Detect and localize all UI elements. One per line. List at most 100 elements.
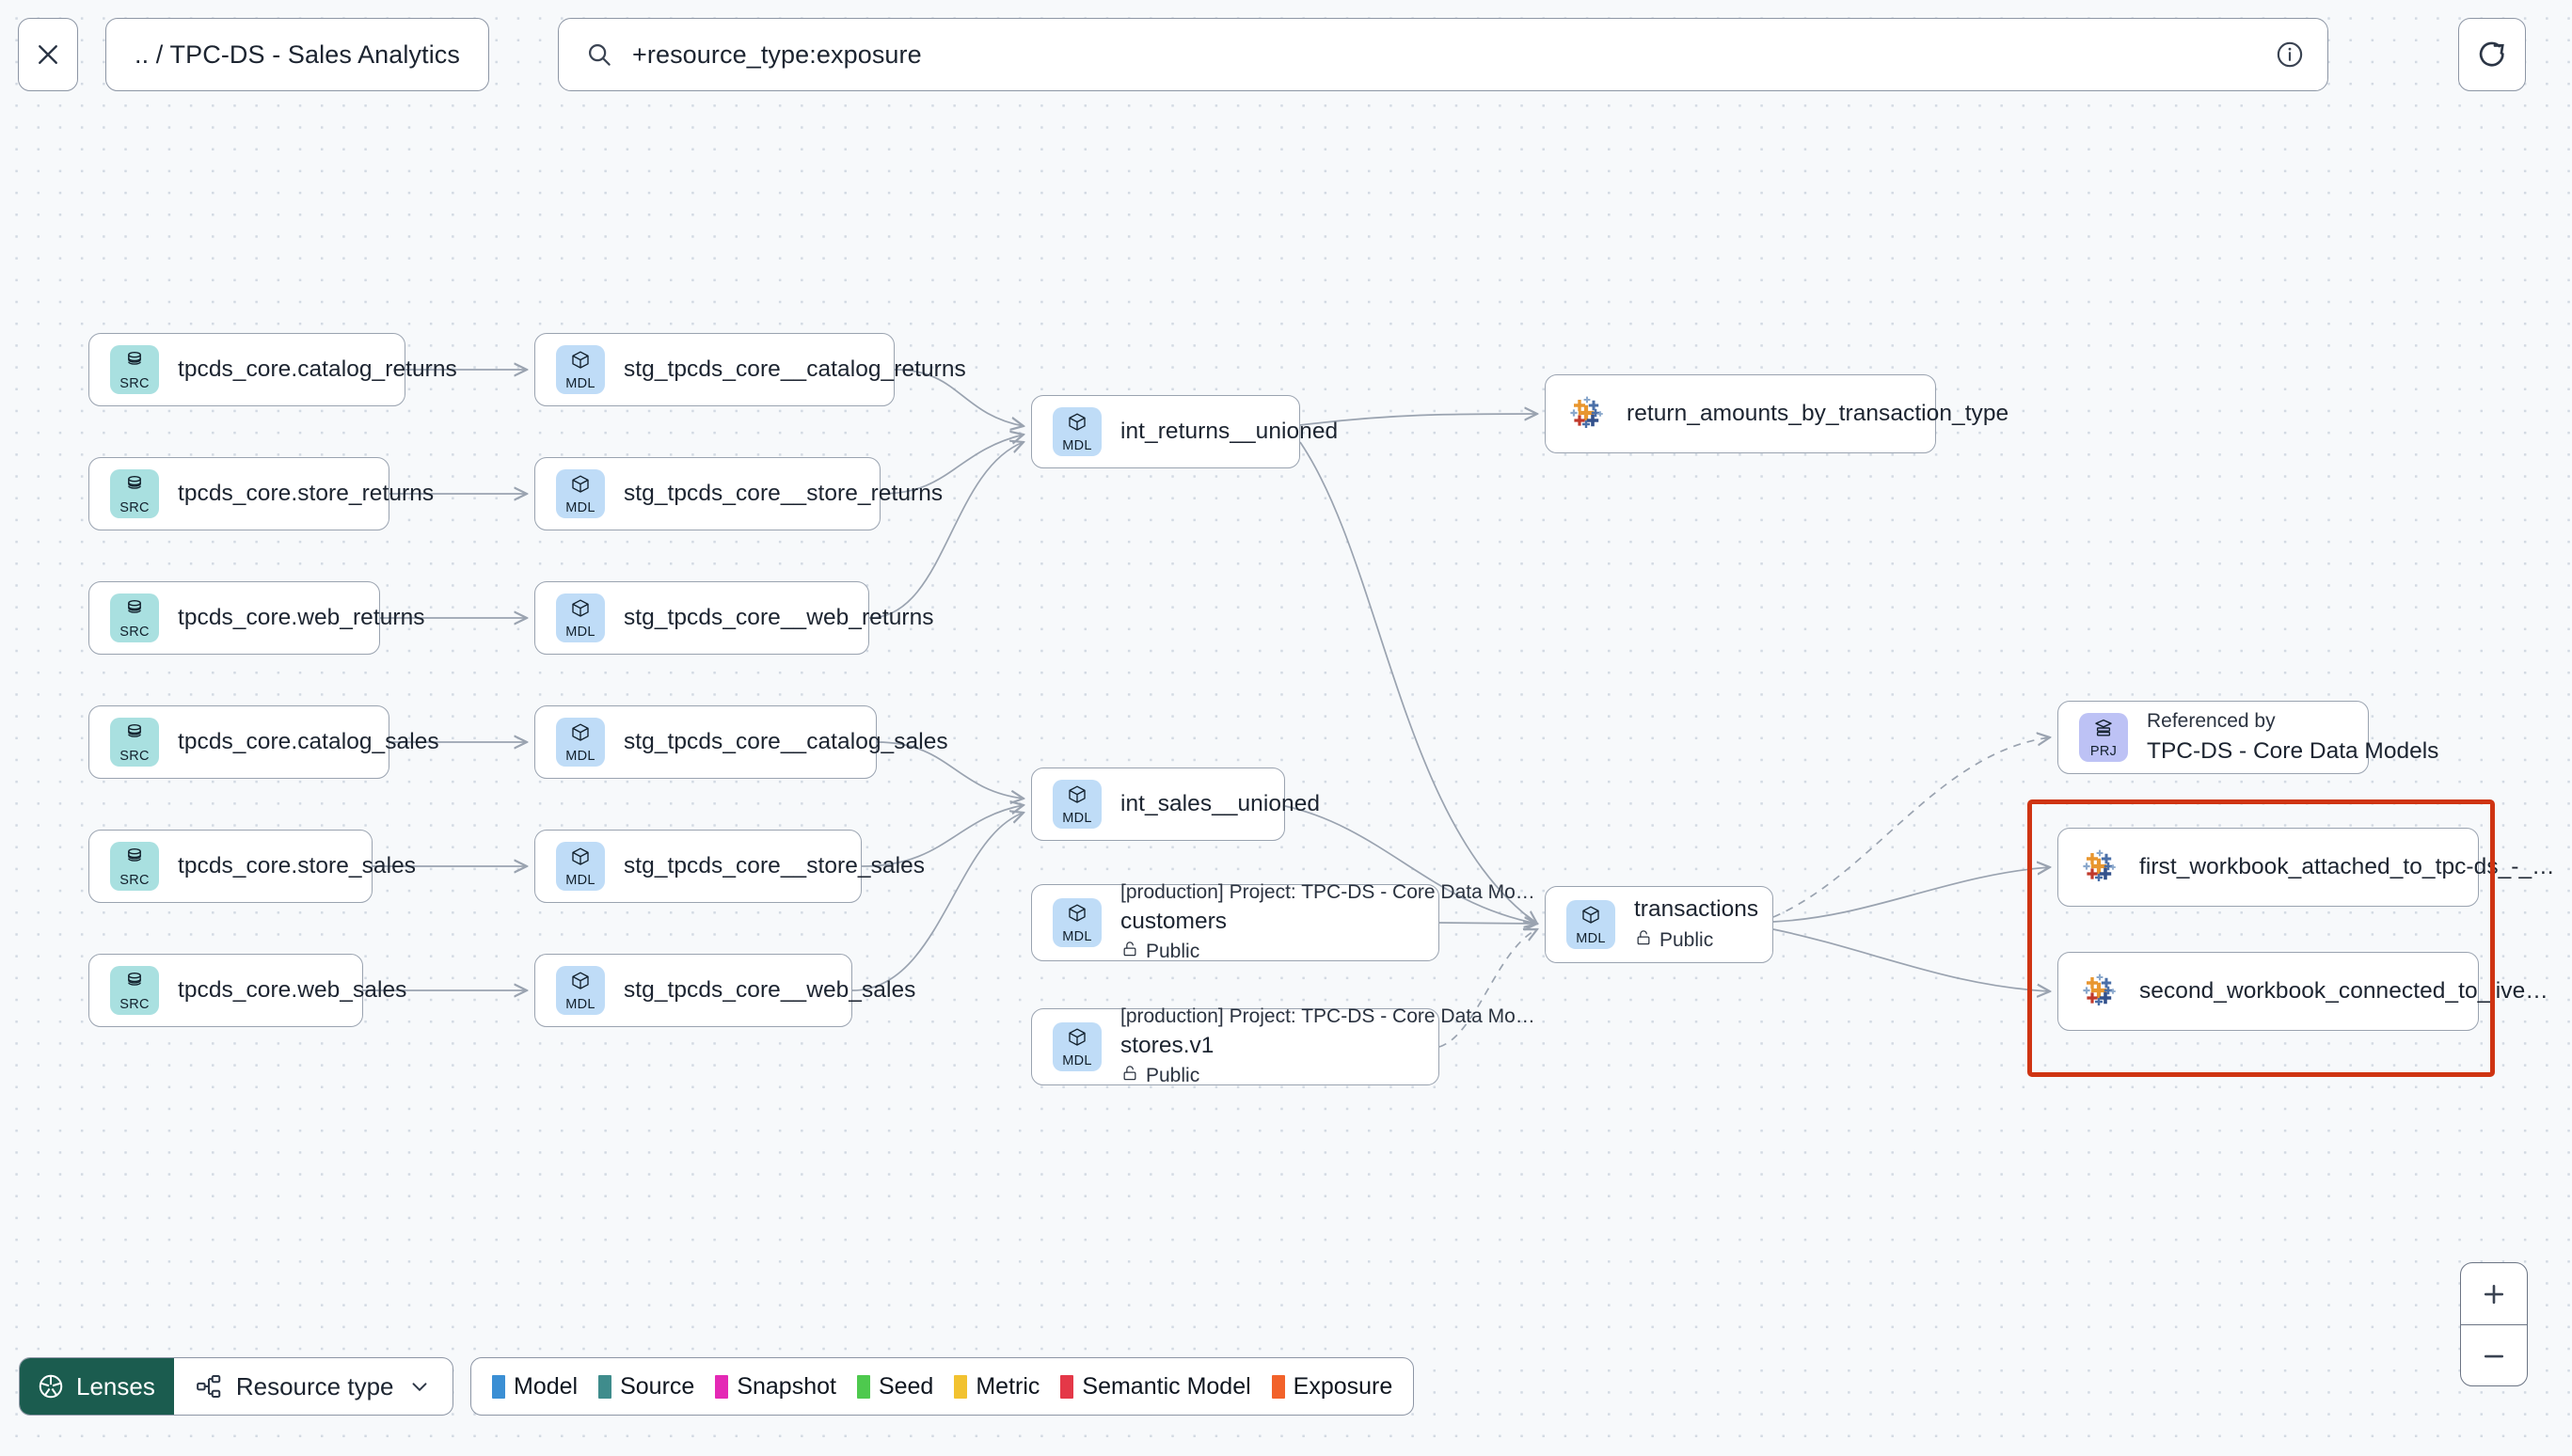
graph-node-src_web_returns[interactable]: SRC tpcds_core.web_returns <box>88 581 425 655</box>
node-text-stack: Referenced by TPC-DS - Core Data Models <box>2147 710 2438 765</box>
legend-item-source[interactable]: Source <box>598 1373 694 1401</box>
breadcrumb[interactable]: .. / TPC-DS - Sales Analytics <box>105 18 490 91</box>
cube-icon <box>569 597 592 625</box>
badge-text: SRC <box>119 624 150 640</box>
badge-mdl: MDL <box>1053 780 1102 829</box>
badge-text: MDL <box>1062 928 1092 944</box>
graph-node-mdl_stg_store_sales[interactable]: MDL stg_tpcds_core__store_sales <box>534 830 925 903</box>
cube-icon <box>569 349 592 376</box>
graph-node-mdl_stg_web_sales[interactable]: MDL stg_tpcds_core__web_sales <box>534 954 915 1027</box>
close-button[interactable] <box>18 18 78 91</box>
graph-node-src_catalog_sales[interactable]: SRC tpcds_core.catalog_sales <box>88 705 439 779</box>
cube-icon <box>569 721 592 749</box>
legend-swatch <box>954 1374 968 1399</box>
graph-node-exp_second_workbook[interactable]: second_workbook_connected_to_live… <box>2057 952 2548 1031</box>
lenses-button[interactable]: Lenses <box>20 1358 174 1415</box>
cube-icon <box>1066 1026 1088 1053</box>
badge-src: SRC <box>110 842 159 891</box>
badge-mdl: MDL <box>556 966 605 1015</box>
badge-text: MDL <box>1576 930 1606 946</box>
close-icon <box>34 40 62 69</box>
node-label: tpcds_core.catalog_sales <box>178 729 439 754</box>
badge-text: MDL <box>565 624 595 640</box>
refresh-button[interactable] <box>2458 18 2526 91</box>
graph-node-mdl_stg_web_returns[interactable]: MDL stg_tpcds_core__web_returns <box>534 581 934 655</box>
legend-item-semantic-model[interactable]: Semantic Model <box>1060 1373 1251 1401</box>
node-access: Public <box>1120 940 1535 964</box>
badge-text: PRJ <box>2089 743 2118 759</box>
badge-text: MDL <box>565 748 595 764</box>
zoom-out-button[interactable] <box>2461 1325 2527 1385</box>
info-icon[interactable] <box>2275 40 2305 70</box>
node-referenced-by-label: Referenced by <box>2147 710 2276 732</box>
project-stack-icon <box>2092 717 2115 744</box>
node-label: tpcds_core.web_sales <box>178 977 407 1003</box>
node-label: stg_tpcds_core__catalog_returns <box>624 356 966 382</box>
graph-node-mdl_stg_catalog_sales[interactable]: MDL stg_tpcds_core__catalog_sales <box>534 705 948 779</box>
legend-swatch <box>1271 1374 1285 1399</box>
badge-src: SRC <box>110 718 159 767</box>
database-icon <box>123 970 146 997</box>
node-label: int_sales__unioned <box>1120 791 1321 816</box>
badge-prj: PRJ <box>2079 713 2128 762</box>
graph-node-mdl_stg_store_returns[interactable]: MDL stg_tpcds_core__store_returns <box>534 457 943 530</box>
database-icon <box>123 473 146 500</box>
graph-node-mdl_stores_v1[interactable]: MDL [production] Project: TPC-DS - Core … <box>1031 1005 1535 1086</box>
legend-label: Metric <box>976 1372 1040 1400</box>
graph-node-src_store_sales[interactable]: SRC tpcds_core.store_sales <box>88 830 416 903</box>
node-label: stores.v1 <box>1120 1033 1215 1058</box>
graph-node-src_catalog_returns[interactable]: SRC tpcds_core.catalog_returns <box>88 333 457 406</box>
node-label: stg_tpcds_core__store_sales <box>624 853 926 878</box>
graph-node-src_store_returns[interactable]: SRC tpcds_core.store_returns <box>88 457 434 530</box>
cube-icon <box>1580 904 1602 931</box>
cube-icon <box>1066 783 1088 811</box>
database-icon <box>123 721 146 749</box>
node-label: tpcds_core.web_returns <box>178 605 425 630</box>
graph-node-mdl_transactions[interactable]: MDL transactions Public <box>1545 886 1773 963</box>
node-label: first_workbook_attached_to_tpc-ds_-_… <box>2139 854 2555 879</box>
badge-text: SRC <box>119 872 150 888</box>
badge-text: MDL <box>1062 437 1092 453</box>
graph-node-mdl_stg_catalog_returns[interactable]: MDL stg_tpcds_core__catalog_returns <box>534 333 966 406</box>
legend-label: Seed <box>878 1372 934 1400</box>
legend-item-seed[interactable]: Seed <box>856 1372 934 1401</box>
search-query-text: +resource_type:exposure <box>632 40 922 69</box>
badge-text: MDL <box>1062 810 1092 826</box>
graph-node-prj_referenced_by[interactable]: PRJ Referenced by TPC-DS - Core Data Mod… <box>2057 701 2438 774</box>
node-text-stack: [production] Project: TPC-DS - Core Data… <box>1120 881 1535 964</box>
node-label: second_workbook_connected_to_live… <box>2139 978 2548 1004</box>
node-label: tpcds_core.store_sales <box>178 853 417 878</box>
zoom-in-button[interactable] <box>2461 1263 2527 1325</box>
graph-node-exp_return_amounts[interactable]: return_amounts_by_transaction_type <box>1545 374 2008 453</box>
breadcrumb-label: .. / TPC-DS - Sales Analytics <box>135 40 461 69</box>
resource-type-dropdown[interactable]: Resource type <box>174 1358 452 1415</box>
tableau-exposure-icon <box>1566 393 1608 435</box>
legend-label: Snapshot <box>737 1372 836 1400</box>
cube-icon <box>1066 902 1088 929</box>
legend-item-exposure[interactable]: Exposure <box>1271 1372 1393 1401</box>
graph-node-exp_first_workbook[interactable]: first_workbook_attached_to_tpc-ds_-_… <box>2057 828 2555 907</box>
legend-item-metric[interactable]: Metric <box>954 1373 1040 1401</box>
legend-label: Exposure <box>1293 1372 1393 1400</box>
graph-node-src_web_sales[interactable]: SRC tpcds_core.web_sales <box>88 954 406 1027</box>
node-label: stg_tpcds_core__web_sales <box>624 977 916 1003</box>
cube-icon <box>569 846 592 873</box>
legend-item-snapshot[interactable]: Snapshot <box>715 1373 836 1401</box>
graph-node-mdl_customers[interactable]: MDL [production] Project: TPC-DS - Core … <box>1031 881 1535 962</box>
resource-type-label: Resource type <box>235 1371 394 1401</box>
search-input[interactable]: +resource_type:exposure <box>558 18 2328 91</box>
cube-icon <box>569 473 592 500</box>
tableau-exposure-icon <box>2079 971 2120 1012</box>
node-access-label: Public <box>1146 941 1200 962</box>
node-access: Public <box>1634 928 1758 953</box>
badge-text: MDL <box>565 499 595 515</box>
node-project-label: [production] Project: TPC-DS - Core Data… <box>1120 881 1535 903</box>
cube-icon <box>1066 411 1088 438</box>
graph-node-mdl_int_sales_unioned[interactable]: MDL int_sales__unioned <box>1031 768 1320 841</box>
badge-text: MDL <box>565 872 595 888</box>
node-label: stg_tpcds_core__catalog_sales <box>624 729 948 754</box>
graph-node-mdl_int_returns_unioned[interactable]: MDL int_returns__unioned <box>1031 395 1338 468</box>
legend-item-model[interactable]: Model <box>492 1373 578 1401</box>
cube-icon <box>569 970 592 997</box>
